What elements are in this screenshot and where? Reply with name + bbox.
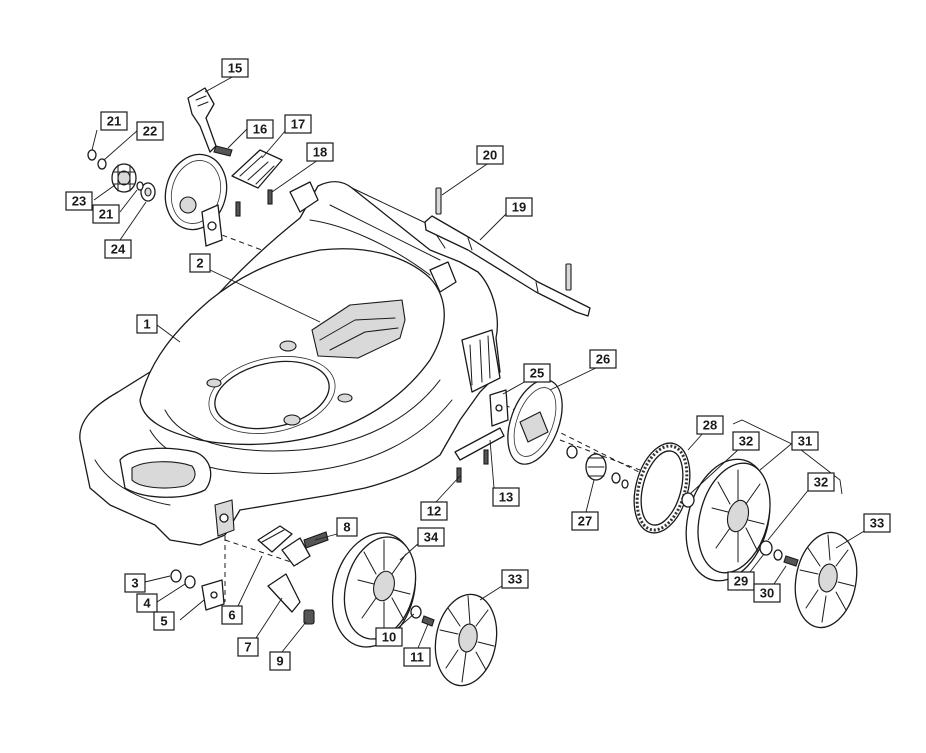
rear-axle (424, 187, 591, 317)
callout-1-label: 1 (143, 317, 150, 332)
rear-left-hub-assembly (87, 149, 228, 247)
callout-2-label: 2 (196, 256, 203, 271)
callout-32: 32 (732, 431, 760, 451)
callout-21-second: 21 (92, 204, 120, 224)
callout-31-label: 31 (798, 434, 812, 449)
callout-23-label: 23 (72, 194, 86, 209)
rear-wheel (681, 419, 858, 629)
callout-3: 3 (124, 573, 146, 593)
callout-15: 15 (221, 58, 249, 78)
callout-27-label: 27 (578, 514, 592, 529)
callout-34-label: 34 (424, 530, 439, 545)
mower-deck (79, 181, 501, 546)
callout-16-label: 16 (253, 122, 267, 137)
callout-26: 26 (589, 349, 617, 369)
callout-22: 22 (136, 121, 164, 141)
callout-21-second-label: 21 (99, 207, 113, 222)
callout-13-label: 13 (499, 490, 513, 505)
drive-gear-assembly (454, 379, 691, 534)
callout-16: 16 (246, 119, 274, 139)
callout-2: 2 (189, 253, 211, 273)
callout-32-second: 32 (807, 472, 835, 492)
callout-15-label: 15 (228, 61, 242, 76)
callout-11-label: 11 (410, 650, 424, 665)
callout-11: 11 (403, 647, 431, 667)
callout-18-label: 18 (313, 145, 327, 160)
callout-28-label: 28 (703, 418, 717, 433)
callout-30: 30 (753, 583, 781, 603)
leader-lines (91, 75, 867, 653)
callout-31: 31 (791, 431, 819, 451)
callout-4-label: 4 (143, 596, 151, 611)
callout-23: 23 (65, 191, 93, 211)
callout-29: 29 (727, 571, 755, 591)
callout-32-second-label: 32 (814, 475, 828, 490)
callout-33-second-label: 33 (508, 572, 522, 587)
callout-24: 24 (104, 239, 132, 259)
callout-25-label: 25 (530, 366, 544, 381)
callout-5-label: 5 (160, 614, 167, 629)
callout-25: 25 (523, 363, 551, 383)
callout-30-label: 30 (760, 586, 774, 601)
callout-12: 12 (420, 501, 448, 521)
callout-21: 21 (100, 111, 128, 131)
callout-22-label: 22 (143, 124, 157, 139)
callout-29-label: 29 (734, 574, 748, 589)
callout-27: 27 (571, 511, 599, 531)
callout-1: 1 (136, 314, 158, 334)
callout-6: 6 (221, 605, 243, 625)
callout-5: 5 (153, 611, 175, 631)
callout-9-label: 9 (276, 654, 283, 669)
callout-17: 17 (284, 114, 312, 134)
callout-8-label: 8 (343, 520, 350, 535)
callout-26-label: 26 (596, 352, 610, 367)
callout-9: 9 (269, 651, 291, 671)
callout-4: 4 (136, 593, 158, 613)
callout-33-label: 33 (870, 516, 884, 531)
callout-33-second: 33 (501, 569, 529, 589)
callout-17-label: 17 (291, 117, 305, 132)
callout-10: 10 (375, 627, 403, 647)
front-axle-parts (170, 525, 329, 625)
callout-21-label: 21 (107, 114, 121, 129)
callout-20: 20 (476, 145, 504, 165)
callout-10-label: 10 (382, 630, 396, 645)
callout-18: 18 (306, 142, 334, 162)
callout-12-label: 12 (427, 504, 441, 519)
callout-7: 7 (237, 637, 259, 657)
callout-33: 33 (863, 513, 891, 533)
callout-19-label: 19 (512, 200, 526, 215)
callout-20-label: 20 (483, 148, 497, 163)
callout-28: 28 (696, 415, 724, 435)
callout-7-label: 7 (244, 640, 251, 655)
callout-24-label: 24 (111, 242, 126, 257)
height-adjust-lever (187, 87, 283, 217)
callout-13: 13 (492, 487, 520, 507)
callout-6-label: 6 (228, 608, 235, 623)
callout-8: 8 (336, 517, 358, 537)
front-wheel (331, 532, 498, 687)
callout-34: 34 (417, 527, 445, 547)
callout-32-label: 32 (739, 434, 753, 449)
callout-3-label: 3 (131, 576, 138, 591)
callout-19: 19 (505, 197, 533, 217)
